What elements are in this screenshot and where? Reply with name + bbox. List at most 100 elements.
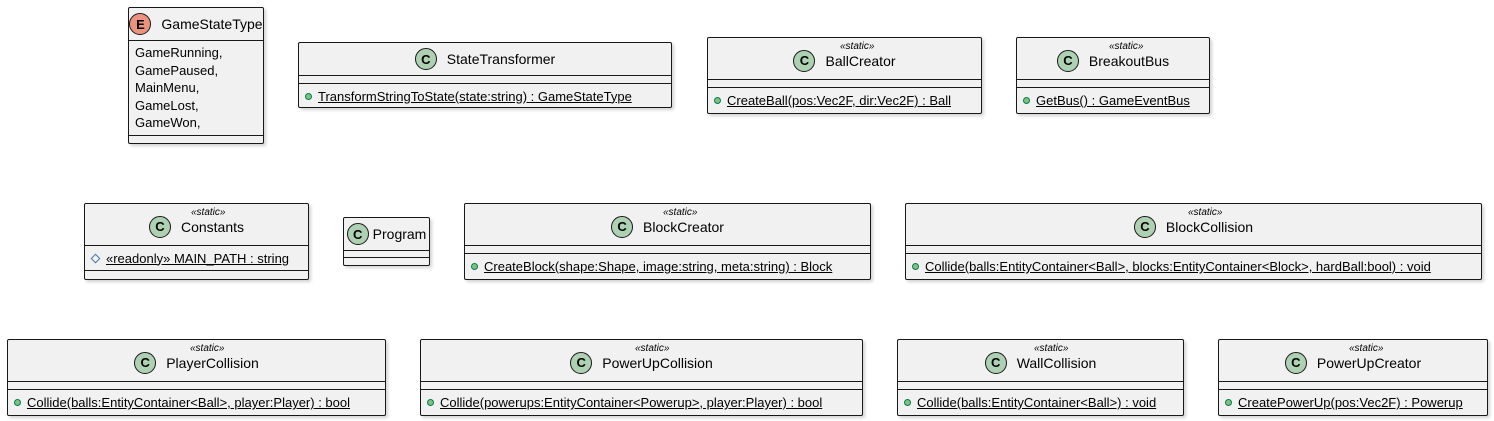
method: Collide(balls:EntityContainer<Ball>, blo… [925,259,1431,274]
class-name: PowerUpCreator [1316,354,1422,371]
enum-value: GameWon, [135,115,201,131]
stereotype: «static» [1188,207,1223,218]
fields-section [898,382,1183,390]
class-header: «static» C BlockCreator [465,204,870,246]
method: Collide(balls:EntityContainer<Ball>) : v… [917,395,1157,410]
class-icon: C [346,223,369,245]
class-name: StateTransformer [446,51,556,67]
class-name: Program [372,226,427,242]
fields-section [708,80,981,88]
stereotype: «static» [663,207,698,218]
methods-section: Collide(balls:EntityContainer<Ball>) : v… [898,390,1183,415]
public-visibility-icon [471,263,478,270]
class-header: «static» C BallCreator [708,38,981,80]
fields-section [1219,382,1487,390]
public-visibility-icon [1225,399,1232,406]
class-program[interactable]: C Program [343,217,430,266]
method: CreateBall(pos:Vec2F, dir:Vec2F) : Ball [727,93,951,108]
class-header: «static» C PlayerCollision [8,340,385,382]
public-visibility-icon [427,399,434,406]
fields-section [344,251,429,258]
class-name: BlockCreator [643,218,724,235]
class-name: GameStateType [161,16,263,32]
enum-value: GameLost, [135,97,199,113]
method: TransformStringToState(state:string) : G… [318,88,632,104]
class-name: WallCollision [1016,354,1097,371]
public-visibility-icon [305,92,312,100]
class-constants[interactable]: «static» C Constants «readonly» MAIN_PAT… [84,203,309,280]
class-name: PlayerCollision [166,354,259,371]
class-icon: C [611,215,634,238]
class-wallcollision[interactable]: «static» C WallCollision Collide(balls:E… [897,339,1184,416]
class-name: BreakoutBus [1088,52,1170,69]
class-name: Constants [180,218,245,235]
empty-section [129,136,263,143]
method: GetBus() : GameEventBus [1036,93,1190,108]
class-blockcreator[interactable]: «static» C BlockCreator CreateBlock(shap… [464,203,871,280]
fields-section [1017,80,1209,88]
methods-section: TransformStringToState(state:string) : G… [299,84,671,108]
methods-section: GetBus() : GameEventBus [1017,88,1209,113]
methods-section: CreatePowerUp(pos:Vec2F) : Powerup [1219,390,1487,415]
fields-section [8,382,385,390]
public-visibility-icon [1023,97,1030,104]
enum-values: GameRunning, GamePaused, MainMenu, GameL… [129,41,263,136]
class-icon: C [414,48,437,70]
methods-section [344,258,429,265]
methods-section [85,271,308,279]
fields-section [421,382,862,390]
stereotype: «static» [1349,343,1384,354]
class-icon: C [1056,49,1079,72]
methods-section: CreateBall(pos:Vec2F, dir:Vec2F) : Ball [708,88,981,113]
class-powerupcreator[interactable]: «static» C PowerUpCreator CreatePowerUp(… [1218,339,1488,416]
class-icon: C [1133,215,1156,238]
class-name: BlockCollision [1165,218,1254,235]
class-icon: C [148,215,171,238]
class-ballcreator[interactable]: «static» C BallCreator CreateBall(pos:Ve… [707,37,982,114]
class-icon: C [570,351,593,374]
class-name: PowerUpCollision [602,354,713,371]
class-powerupcollision[interactable]: «static» C PowerUpCollision Collide(powe… [420,339,863,416]
class-header: «static» C PowerUpCreator [1219,340,1487,382]
method: Collide(powerups:EntityContainer<Powerup… [440,395,823,410]
stereotype: «static» [840,41,875,52]
class-blockcollision[interactable]: «static» C BlockCollision Collide(balls:… [905,203,1482,280]
stereotype: «static» [635,343,670,354]
class-icon: C [1284,351,1307,374]
methods-section: Collide(balls:EntityContainer<Ball>, blo… [906,254,1481,279]
public-visibility-icon [14,399,21,406]
class-header: «static» C PowerUpCollision [421,340,862,382]
method: Collide(balls:EntityContainer<Ball>, pla… [27,395,350,410]
class-header: «static» C Constants [85,204,308,246]
field: «readonly» MAIN_PATH : string [106,250,290,266]
methods-section: CreateBlock(shape:Shape, image:string, m… [465,254,870,279]
enum-icon: E [129,13,152,35]
class-statetransformer[interactable]: C StateTransformer TransformStringToStat… [298,42,672,108]
fields-section [299,76,671,84]
class-header: «static» C WallCollision [898,340,1183,382]
fields-section [906,246,1481,254]
public-visibility-icon [912,263,919,270]
stereotype: «static» [1109,41,1144,52]
class-header: E GameStateType [129,8,263,41]
enum-value: GamePaused, [135,62,219,78]
class-breakoutbus[interactable]: «static» C BreakoutBus GetBus() : GameEv… [1016,37,1210,114]
fields-section [465,246,870,254]
class-icon: C [984,351,1007,374]
methods-section: Collide(powerups:EntityContainer<Powerup… [421,390,862,415]
public-visibility-icon [714,97,721,104]
class-playercollision[interactable]: «static» C PlayerCollision Collide(balls… [7,339,386,416]
class-header: C StateTransformer [299,43,671,76]
class-icon: C [134,351,157,374]
stereotype: «static» [1034,343,1069,354]
public-visibility-icon [904,399,911,406]
class-icon: C [793,49,816,72]
enum-gamestatetype[interactable]: E GameStateType GameRunning, GamePaused,… [128,7,264,144]
class-header: «static» C BreakoutBus [1017,38,1209,80]
class-header: «static» C BlockCollision [906,204,1481,246]
package-visibility-icon [90,253,101,263]
method: CreateBlock(shape:Shape, image:string, m… [484,259,833,274]
enum-value: MainMenu, [135,80,200,96]
class-header: C Program [344,218,429,251]
methods-section: Collide(balls:EntityContainer<Ball>, pla… [8,390,385,415]
